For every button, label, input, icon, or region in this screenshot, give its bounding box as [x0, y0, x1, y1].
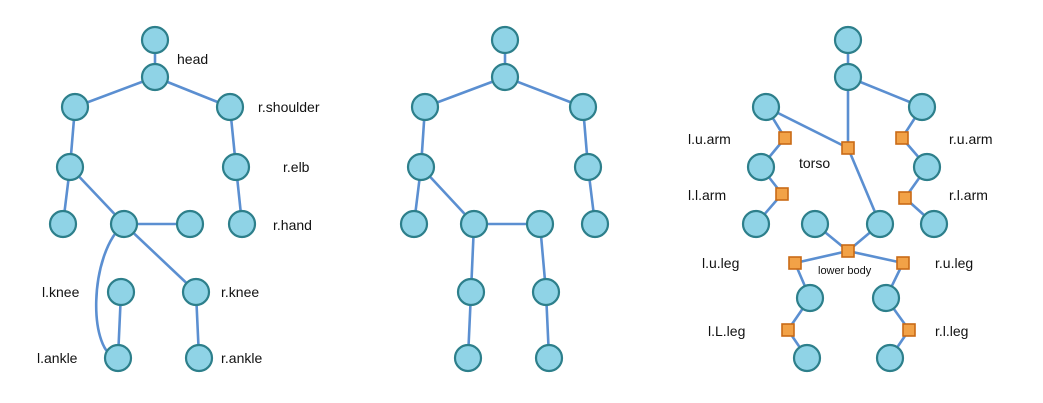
diagram-skeleton — [399, 25, 610, 373]
factor-r-l-arm — [898, 191, 912, 205]
node3-r-knee — [871, 283, 901, 313]
edge-hip-rknee — [122, 222, 198, 294]
node-r-knee — [181, 277, 211, 307]
diagram-tree: head r.shoulder r.elb r.hand l.knee r.kn… — [37, 25, 320, 373]
label-r-l-leg: r.l.leg — [935, 323, 968, 339]
label-l-L-leg: l.L.leg — [708, 323, 745, 339]
factor-r-u-arm — [895, 131, 909, 145]
node-neck — [140, 62, 170, 92]
node-l-elbow — [55, 152, 85, 182]
node2-head — [490, 25, 520, 55]
label-r-l-arm: r.l.arm — [949, 187, 988, 203]
node3-l-knee — [795, 283, 825, 313]
label-r-u-leg: r.u.leg — [935, 255, 973, 271]
node-r-elbow — [221, 152, 251, 182]
node2-r-hand — [580, 209, 610, 239]
node2-l-hip — [459, 209, 489, 239]
node3-l-ankle — [792, 343, 822, 373]
node-r-ankle — [184, 343, 214, 373]
node2-l-ankle — [453, 343, 483, 373]
edge-neck-lshoulder — [73, 75, 157, 109]
factor-l-l-arm — [775, 187, 789, 201]
factor-r-u-leg — [896, 256, 910, 270]
node-r-hip — [175, 209, 205, 239]
node3-l-shoulder — [751, 92, 781, 122]
node2-l-knee — [456, 277, 486, 307]
label-r-u-arm: r.u.arm — [949, 131, 993, 147]
node2-l-hand — [399, 209, 429, 239]
node3-r-hand — [919, 209, 949, 239]
label-l-knee: l.knee — [42, 284, 80, 300]
node3-r-ankle — [875, 343, 905, 373]
edge3-lowerbody-ruleg — [846, 249, 905, 265]
node2-r-shoulder — [568, 92, 598, 122]
node2-l-shoulder — [410, 92, 440, 122]
node2-r-knee — [531, 277, 561, 307]
label-r-hand: r.hand — [273, 217, 312, 233]
node3-r-shoulder — [907, 92, 937, 122]
node-l-knee — [106, 277, 136, 307]
label-torso: torso — [799, 155, 830, 171]
factor-l-u-leg — [788, 256, 802, 270]
node2-r-elbow — [573, 152, 603, 182]
label-l-u-arm: l.u.arm — [688, 131, 731, 147]
edge3-lshoulder-torso — [764, 105, 850, 150]
node2-r-ankle — [534, 343, 564, 373]
label-r-ankle: r.ankle — [221, 350, 262, 366]
node-l-shoulder — [60, 92, 90, 122]
factor-l-L-leg — [781, 323, 795, 337]
node2-l-elbow — [406, 152, 436, 182]
node-r-hand — [227, 209, 257, 239]
node3-neck — [833, 62, 863, 92]
label-head: head — [177, 51, 208, 67]
label-lower-body: lower body — [818, 265, 872, 277]
node3-l-hand — [741, 209, 771, 239]
node-l-hand — [48, 209, 78, 239]
factor-torso — [841, 141, 855, 155]
diagram-factor-graph: l.u.arm torso r.u.arm l.l.arm r.l.arm l.… — [688, 25, 993, 373]
node-r-shoulder — [215, 92, 245, 122]
node2-r-hip — [525, 209, 555, 239]
label-l-ankle: l.ankle — [37, 350, 78, 366]
node3-head — [833, 25, 863, 55]
node3-r-hip — [865, 209, 895, 239]
label-r-knee: r.knee — [221, 284, 259, 300]
factor-l-u-arm — [778, 131, 792, 145]
node-head — [140, 25, 170, 55]
node-l-ankle — [103, 343, 133, 373]
node-hip — [109, 209, 139, 239]
edge2-neck-lshoulder — [423, 75, 507, 109]
node3-l-elbow — [746, 152, 776, 182]
factor-r-l-leg — [902, 323, 916, 337]
label-r-shoulder: r.shoulder — [258, 99, 320, 115]
node3-r-elbow — [912, 152, 942, 182]
node2-neck — [490, 62, 520, 92]
node3-l-hip — [800, 209, 830, 239]
edge3-lowerbody-luleg — [793, 249, 850, 265]
label-l-u-leg: l.u.leg — [702, 255, 739, 271]
label-r-elb: r.elb — [283, 159, 310, 175]
factor-lower-body — [841, 244, 855, 258]
label-l-l-arm: l.l.arm — [688, 187, 726, 203]
